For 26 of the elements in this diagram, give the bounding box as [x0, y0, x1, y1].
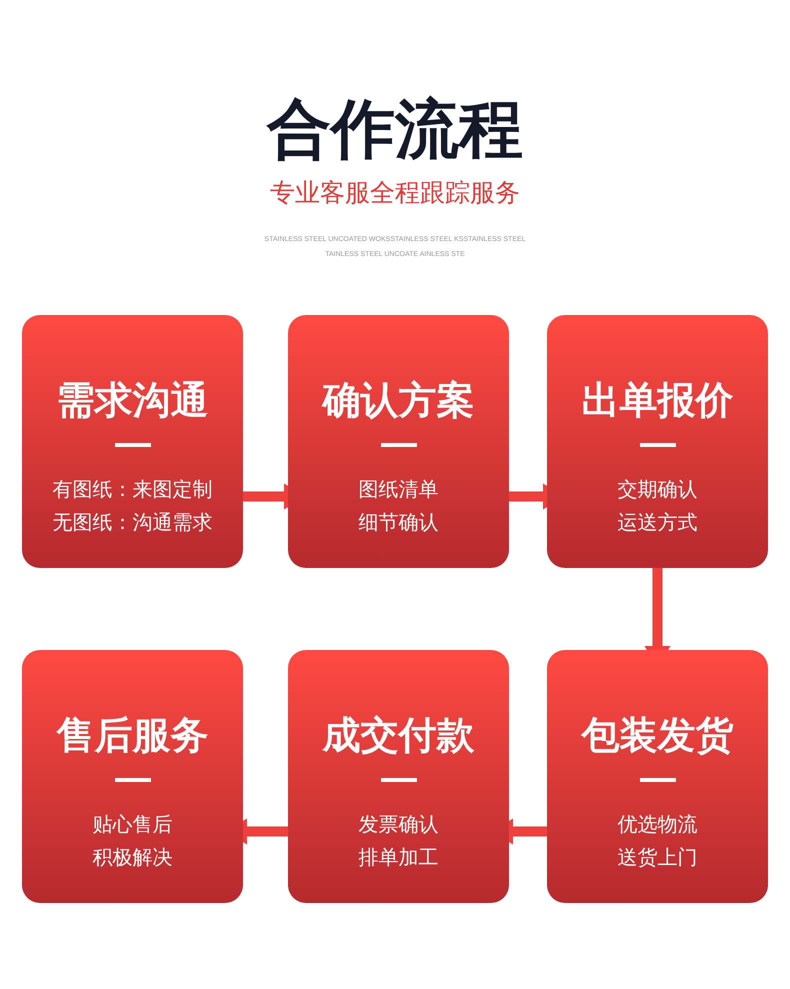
step-card	[547, 315, 768, 568]
step-card	[22, 315, 243, 568]
step-detail: 交期确认	[618, 476, 698, 503]
title: 合作流程	[267, 92, 523, 169]
step-detail: 优选物流	[618, 811, 698, 838]
step-heading: 售后服务	[56, 712, 208, 759]
step-heading: 出单报价	[582, 377, 734, 424]
subtitle: 专业客服全程跟踪服务	[270, 177, 520, 209]
step-detail: 贴心售后	[92, 811, 172, 838]
step-card	[547, 650, 768, 903]
step-heading: 成交付款	[322, 712, 474, 759]
step-detail: 图纸清单	[358, 476, 438, 503]
step-card	[288, 650, 509, 903]
step-detail: 积极解决	[92, 844, 172, 871]
step-detail: 有图纸：来图定制	[52, 476, 212, 503]
step-detail: 发票确认	[358, 811, 438, 838]
step-heading: 需求沟通	[56, 377, 208, 424]
step-card	[22, 650, 243, 903]
step-heading: 确认方案	[322, 377, 474, 424]
step-detail: 送货上门	[618, 844, 698, 871]
step-heading: 包装发货	[582, 712, 734, 759]
step-detail: 无图纸：沟通需求	[52, 509, 212, 536]
step-detail: 排单加工	[358, 844, 438, 871]
step-detail: 运送方式	[618, 509, 698, 536]
step-detail: 细节确认	[358, 509, 438, 536]
step-card	[288, 315, 509, 568]
